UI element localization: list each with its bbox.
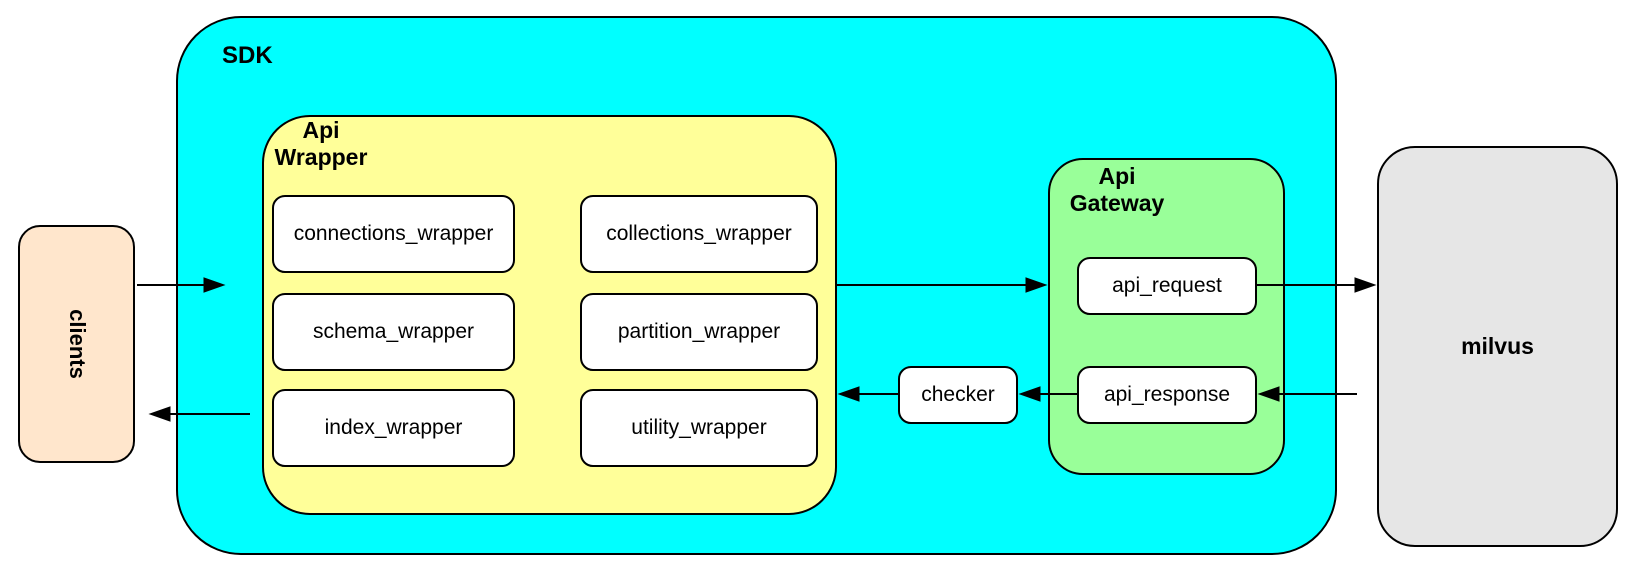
wrapper-node-collections: collections_wrapper	[580, 195, 818, 273]
clients-node: clients	[18, 225, 135, 463]
clients-label: clients	[64, 309, 90, 379]
api-gateway-label: Api Gateway	[1069, 163, 1165, 216]
wrapper-node-partition: partition_wrapper	[580, 293, 818, 371]
milvus-node: milvus	[1377, 146, 1618, 547]
wrapper-node-index: index_wrapper	[272, 389, 515, 467]
api-wrapper-label: Api Wrapper	[274, 117, 368, 170]
wrapper-node-schema: schema_wrapper	[272, 293, 515, 371]
api-request-node: api_request	[1077, 257, 1257, 315]
wrapper-node-utility: utility_wrapper	[580, 389, 818, 467]
milvus-label: milvus	[1461, 333, 1534, 359]
sdk-label: SDK	[222, 42, 273, 69]
checker-node: checker	[898, 366, 1018, 424]
wrapper-node-connections: connections_wrapper	[272, 195, 515, 273]
api-response-node: api_response	[1077, 366, 1257, 424]
